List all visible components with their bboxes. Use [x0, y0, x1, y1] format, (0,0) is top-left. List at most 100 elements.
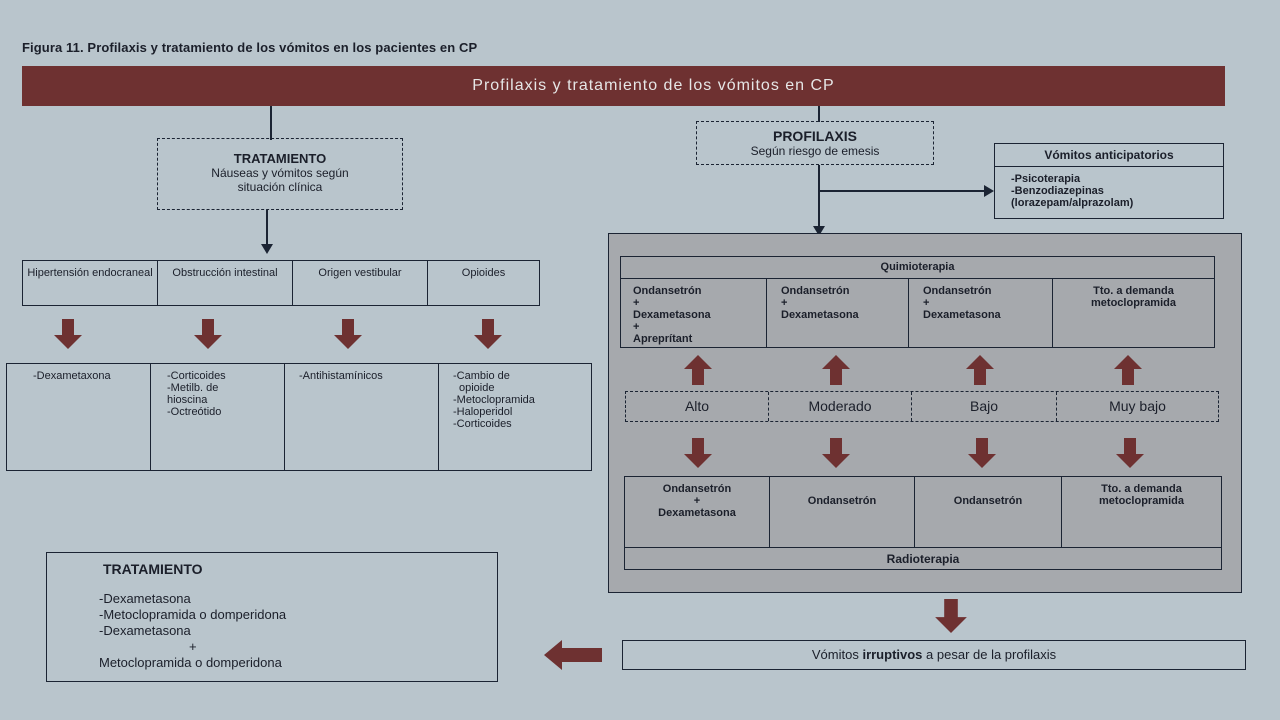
anticipatorios-box: Vómitos anticipatorios -Psicoterapia -Be…	[994, 143, 1224, 219]
up-arrow-icon	[822, 355, 850, 385]
cause-hipertension: Hipertensión endocraneal	[23, 261, 158, 305]
down-arrow-icon	[54, 319, 82, 349]
quimio-muy-bajo: Tto. a demanda metoclopramida	[1053, 279, 1214, 347]
radio-item: Ondansetrón	[953, 495, 1023, 507]
radio-cells: Ondansetrón + Dexametasona Ondansetrón O…	[625, 477, 1221, 548]
cause-label: Obstrucción intestinal	[172, 267, 278, 279]
quimio-item: Ondansetrón	[633, 285, 702, 297]
treatment-item: -Metilb. de	[167, 382, 219, 394]
irruptivos-pre: Vómitos	[811, 647, 863, 662]
quimio-item: +	[781, 297, 788, 309]
anticipatorios-item: -Benzodiazepinas	[1011, 185, 1104, 197]
tratamiento-final-item: +	[189, 639, 197, 654]
tratamiento-line2: situación clínica	[237, 180, 323, 194]
cause-vestibular: Origen vestibular	[293, 261, 428, 305]
anticipatorios-item: (lorazepam/alprazolam)	[1011, 197, 1134, 209]
radio-table: Ondansetrón + Dexametasona Ondansetrón O…	[624, 476, 1222, 570]
profilaxis-box: PROFILAXIS Según riesgo de emesis	[696, 121, 934, 165]
treatment-item: -Antihistamínicos	[299, 370, 383, 382]
connector-line	[266, 210, 268, 250]
figure-label: Figura 11.	[22, 40, 84, 55]
tratamiento-final-item: -Metoclopramida o domperidona	[99, 607, 287, 622]
arrowhead-icon	[261, 244, 273, 254]
down-arrow-icon	[474, 319, 502, 349]
treatment-item: -Metoclopramida	[453, 394, 535, 406]
radio-moderado: Ondansetrón	[770, 477, 915, 547]
anticipatorios-title: Vómitos anticipatorios	[995, 144, 1223, 167]
up-arrow-icon	[684, 355, 712, 385]
irruptivos-bold: irruptivos	[862, 647, 923, 662]
anticipatorios-item: -Psicoterapia	[1011, 173, 1081, 185]
quimio-alto: Ondansetrón + Dexametasona + Apreprítant	[621, 279, 767, 347]
quimio-item: Dexametasona	[781, 309, 859, 321]
connector-line	[818, 190, 988, 192]
down-arrow-icon	[684, 438, 712, 468]
left-arrow-icon	[544, 640, 602, 670]
down-arrow-icon	[822, 438, 850, 468]
radio-title: Radioterapia	[886, 552, 960, 566]
risk-moderado: Moderado	[769, 392, 912, 421]
anticipatorios-list: -Psicoterapia -Benzodiazepinas (lorazepa…	[995, 167, 1223, 209]
quimio-bajo: Ondansetrón + Dexametasona	[909, 279, 1053, 347]
down-arrow-icon	[968, 438, 996, 468]
risk-bajo: Bajo	[912, 392, 1057, 421]
arrowhead-icon	[984, 185, 994, 197]
radio-alto: Ondansetrón + Dexametasona	[625, 477, 770, 547]
treatment-item: -Corticoides	[167, 370, 226, 382]
risk-levels-row: Alto Moderado Bajo Muy bajo	[625, 391, 1219, 422]
quimio-item: Apreprítant	[633, 333, 693, 345]
cause-label: Origen vestibular	[318, 267, 402, 279]
up-arrow-icon	[1114, 355, 1142, 385]
down-arrow-icon	[334, 319, 362, 349]
down-arrow-icon	[194, 319, 222, 349]
down-arrow-icon	[935, 599, 967, 633]
quimio-item: +	[923, 297, 930, 309]
treatment-item: hioscina	[167, 394, 208, 406]
connector-line	[818, 165, 820, 233]
connector-line	[270, 106, 272, 140]
cause-label: Opioides	[461, 267, 506, 279]
treatment-opioides: -Cambio de opioide -Metoclopramida -Halo…	[439, 364, 591, 470]
connector-line	[818, 106, 820, 122]
title-banner: Profilaxis y tratamiento de los vómitos …	[22, 66, 1225, 106]
tratamiento-final-item: -Dexametasona	[99, 591, 191, 606]
quimio-item: Ondansetrón	[923, 285, 992, 297]
figure-caption: Figura 11. Profilaxis y tratamiento de l…	[22, 40, 477, 55]
figure-caption-text: Profilaxis y tratamiento de los vómitos …	[87, 40, 478, 55]
treatment-item: -Cambio de	[453, 370, 510, 382]
cause-treatments-row: -Dexametaxona -Corticoides -Metilb. de h…	[6, 363, 592, 471]
treatment-obstruccion: -Corticoides -Metilb. de hioscina -Octre…	[151, 364, 285, 470]
tratamiento-final-item: Metoclopramida o domperidona	[99, 655, 282, 670]
profilaxis-title: PROFILAXIS	[772, 128, 857, 144]
risk-muy-bajo: Muy bajo	[1109, 398, 1166, 414]
profilaxis-subtitle: Según riesgo de emesis	[750, 144, 880, 158]
tratamiento-line1: Náuseas y vómitos según	[211, 166, 349, 180]
radio-item: Ondansetrón	[662, 483, 732, 495]
radio-item: Ondansetrón	[807, 495, 877, 507]
quimio-title: Quimioterapia	[621, 257, 1214, 279]
quimio-cells: Ondansetrón + Dexametasona + Apreprítant…	[621, 279, 1214, 347]
tratamiento-final-title: TRATAMIENTO	[103, 561, 203, 577]
treatment-item: -Octreótido	[167, 406, 222, 418]
emesis-panel	[608, 233, 1242, 593]
causes-row: Hipertensión endocraneal Obstrucción int…	[22, 260, 540, 306]
treatment-item: -Dexametaxona	[33, 370, 111, 382]
arrowhead-icon	[813, 226, 825, 236]
radio-item: metoclopramida	[1099, 495, 1184, 507]
tratamiento-box: TRATAMIENTO Náuseas y vómitos según situ…	[157, 138, 403, 210]
treatment-item: -Corticoides	[453, 418, 512, 430]
quimio-item: metoclopramida	[1091, 297, 1176, 309]
treatment-vestibular: -Antihistamínicos	[285, 364, 439, 470]
tratamiento-final-item: -Dexametasona	[99, 623, 191, 638]
quimio-table: Quimioterapia Ondansetrón + Dexametasona…	[620, 256, 1215, 348]
quimio-item: Ondansetrón	[781, 285, 850, 297]
quimio-item: Dexametasona	[633, 309, 711, 321]
tratamiento-final-box: TRATAMIENTO -Dexametasona -Metoclopramid…	[46, 552, 498, 682]
radio-muy-bajo: Tto. a demanda metoclopramida	[1062, 477, 1221, 547]
quimio-item: +	[633, 321, 640, 333]
radio-item: Tto. a demanda	[1101, 483, 1182, 495]
tratamiento-title: TRATAMIENTO	[233, 151, 327, 166]
quimio-item: +	[633, 297, 640, 309]
quimio-item: Tto. a demanda	[1093, 285, 1174, 297]
cause-opioides: Opioides	[428, 261, 539, 305]
